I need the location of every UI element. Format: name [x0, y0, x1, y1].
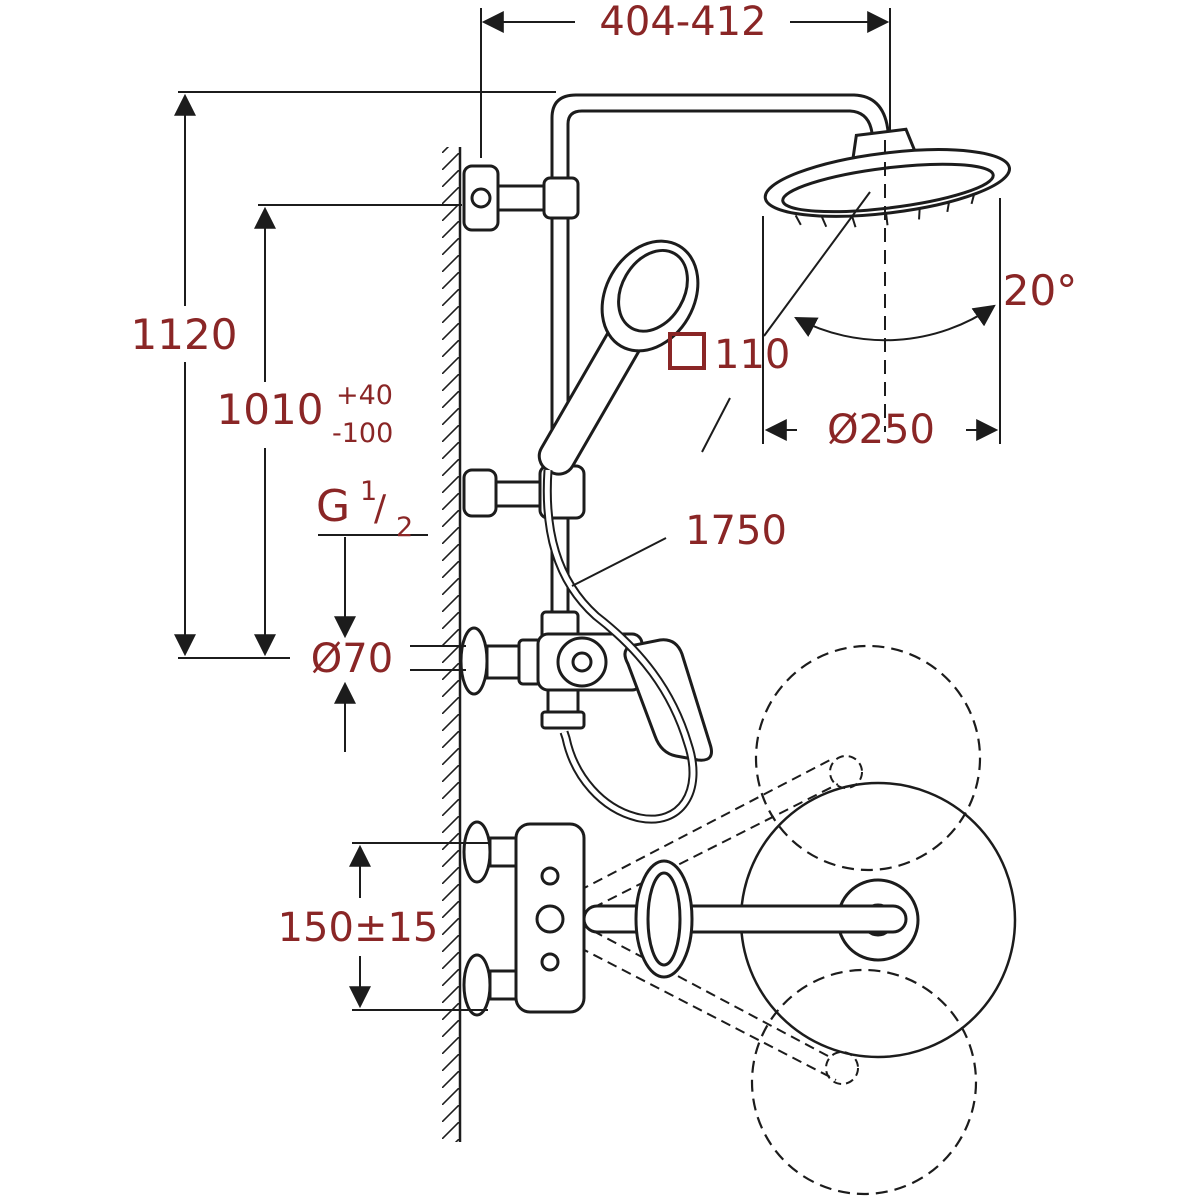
- diverter-ring: [634, 859, 694, 979]
- dim-column-height-label: 1010: [217, 385, 324, 434]
- inlet-height-label: 150±15: [278, 905, 439, 951]
- hand-shower-size-leader: [701, 397, 731, 453]
- dim-top-width-label: 404-412: [599, 0, 766, 45]
- dim-column-height-tolerance-minus: -100: [332, 418, 393, 449]
- hose-length-label: 1750: [685, 508, 787, 554]
- thread-size-slash: /: [374, 488, 387, 529]
- dimension-lines: [174, 11, 999, 1009]
- swivel-arm: [582, 904, 908, 934]
- shower-hose: [542, 469, 698, 824]
- swivel-range-dashed: [564, 644, 982, 1196]
- dimension-labels: 404-412 1120 1010 +40 -100 20° Ø250 110 …: [131, 0, 1078, 951]
- shower-column-pipe: [550, 93, 890, 614]
- head-tilt-angle-label: 20°: [1003, 266, 1077, 315]
- thread-size-letter: G: [316, 481, 350, 532]
- square-symbol: [668, 332, 706, 370]
- bottom-valve: [462, 820, 908, 1017]
- mixer-escutcheon: [459, 626, 489, 696]
- top-wall-bracket: [462, 164, 580, 232]
- dim-total-height-label: 1120: [131, 310, 238, 359]
- mixer: [459, 610, 713, 762]
- hose-length-leader: [571, 537, 667, 587]
- wall: [442, 147, 462, 1142]
- head-diameter-label: Ø250: [827, 407, 935, 453]
- extension-lines: [178, 8, 1001, 1011]
- escutcheon-diameter-label: Ø70: [311, 636, 393, 682]
- dim-column-height-tolerance-plus: +40: [336, 380, 393, 411]
- thread-size-numerator: 1: [360, 476, 377, 507]
- angle-arc: [794, 304, 996, 342]
- overhead-shower: [763, 127, 1012, 228]
- hand-shower: [537, 239, 700, 476]
- wall-hatching: [442, 147, 460, 1142]
- hand-shower-size-label: 110: [714, 332, 790, 378]
- head-tilt-axis: [763, 191, 871, 337]
- thread-size-denominator: 2: [396, 512, 413, 543]
- head-tilt-construction: [763, 140, 886, 432]
